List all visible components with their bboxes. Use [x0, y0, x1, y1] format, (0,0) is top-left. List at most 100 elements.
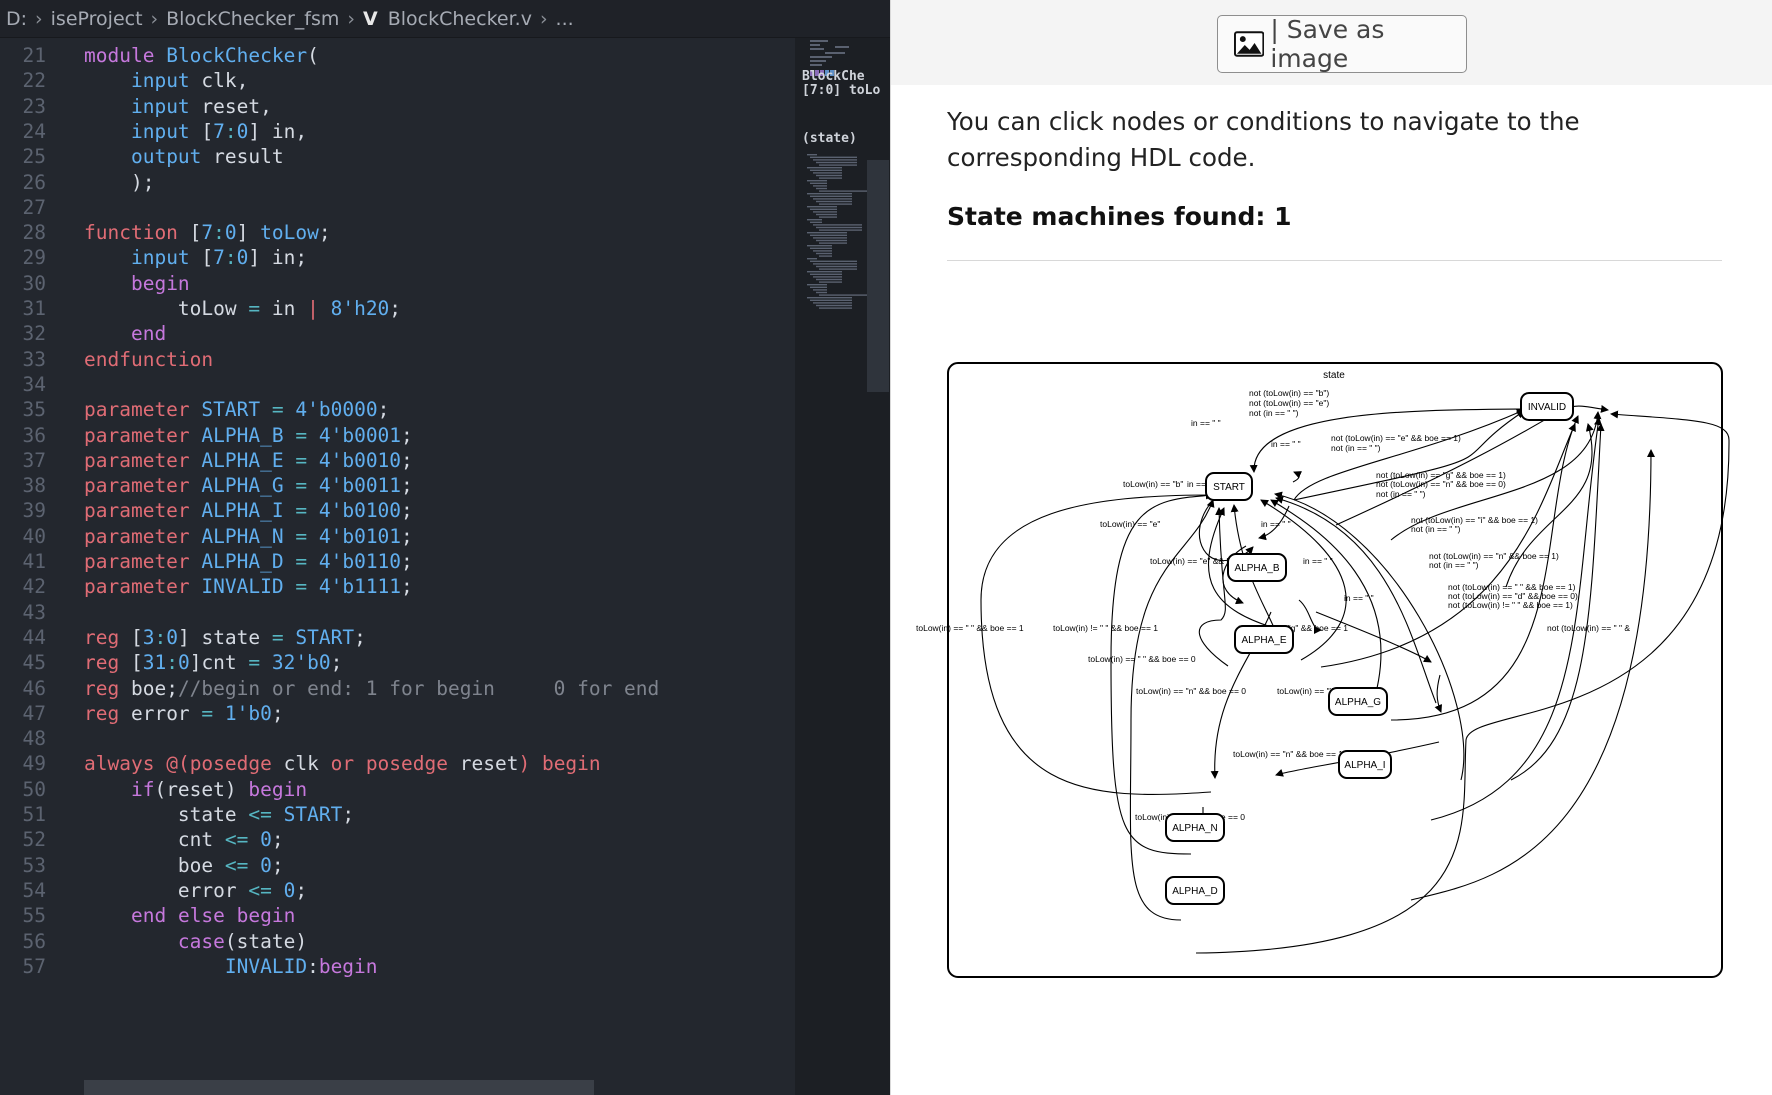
code-line[interactable]: 56 case(state): [0, 928, 795, 957]
transition-condition[interactable]: in == " ": [1344, 593, 1374, 603]
transition-condition[interactable]: toLow(in) == " " && boe == 0: [1088, 654, 1196, 664]
fsm-conditions[interactable]: in == " "not (toLow(in) == "b")not (toLo…: [916, 388, 1630, 822]
line-number: 51: [22, 803, 46, 826]
code-line[interactable]: 52 cnt <= 0;: [0, 826, 795, 855]
code-line[interactable]: 29 input [7:0] in;: [0, 244, 795, 273]
code-line[interactable]: 30 begin: [0, 270, 795, 299]
breadcrumb-drive[interactable]: D:: [6, 8, 28, 30]
state-node-alpha-d[interactable]: ALPHA_D: [1165, 876, 1225, 905]
transition-condition[interactable]: not (toLow(in) == "e"): [1249, 398, 1329, 408]
transition-condition[interactable]: in == " ": [1303, 556, 1333, 566]
save-as-image-button[interactable]: | Save as image: [1217, 15, 1467, 73]
transition-condition[interactable]: not (in == " "): [1249, 408, 1299, 418]
transition-condition[interactable]: toLow(in) == "n" && boe == 0: [1136, 686, 1246, 696]
code-line[interactable]: 51 state <= START;: [0, 801, 795, 830]
code-line[interactable]: 50 if(reset) begin: [0, 776, 795, 805]
transition-condition[interactable]: not (toLow(in) == "d" && boe == 0): [1448, 591, 1578, 601]
transition-condition[interactable]: not (toLow(in) == "n" && boe == 1): [1429, 551, 1559, 561]
code-line[interactable]: 54 error <= 0;: [0, 877, 795, 906]
transition-condition[interactable]: not (in == " "): [1376, 489, 1426, 499]
code-line[interactable]: 55 end else begin: [0, 902, 795, 931]
state-node-alpha-i[interactable]: ALPHA_I: [1338, 750, 1392, 779]
transition-condition[interactable]: in == " ": [1187, 479, 1217, 489]
transition-condition[interactable]: not (toLow(in) == "g" && boe == 1): [1376, 470, 1506, 480]
transition-condition[interactable]: in == " ": [1191, 418, 1221, 428]
transition-condition[interactable]: not (in == " "): [1331, 443, 1381, 453]
transition-condition[interactable]: in == " ": [1271, 439, 1301, 449]
transition-condition[interactable]: not (toLow(in) == "e" && boe == 1): [1331, 433, 1461, 443]
line-source: endfunction: [84, 346, 213, 375]
transition-condition[interactable]: toLow(in) == "n" && boe == 1: [1233, 749, 1343, 759]
transition-condition[interactable]: not (toLow(in) == " " &: [1547, 623, 1630, 633]
code-line[interactable]: 57 INVALID:begin: [0, 953, 795, 982]
code-line[interactable]: 27: [0, 194, 795, 223]
transition-condition[interactable]: not (toLow(in) == "n" && boe == 0): [1376, 479, 1506, 489]
code-line[interactable]: 25 output result: [0, 143, 795, 172]
code-token: [84, 69, 131, 92]
code-token: 0: [283, 878, 296, 902]
fsm-diagram[interactable]: state: [891, 360, 1772, 990]
code-line[interactable]: 24 input [7:0] in,: [0, 118, 795, 147]
code-line[interactable]: 23 input reset,: [0, 93, 795, 122]
vertical-scrollbar[interactable]: [867, 160, 889, 392]
transition-condition[interactable]: toLow(in) == "b": [1123, 479, 1183, 489]
code-line[interactable]: 32 end: [0, 320, 795, 349]
breadcrumb-project[interactable]: iseProject: [50, 8, 143, 30]
code-token: parameter: [84, 474, 190, 498]
state-node-alpha-n[interactable]: ALPHA_N: [1165, 813, 1225, 842]
code-token: 32'b0: [271, 651, 331, 675]
state-node-alpha-g[interactable]: ALPHA_G: [1328, 687, 1388, 716]
transition-condition[interactable]: toLow(in) != " " && boe == 1: [1053, 623, 1158, 633]
state-node-alpha-e[interactable]: ALPHA_E: [1234, 625, 1294, 654]
code-line[interactable]: 48: [0, 725, 795, 754]
transition-condition[interactable]: in == " ": [1261, 519, 1291, 529]
code-line[interactable]: 34: [0, 371, 795, 400]
line-source: always @(posedge clk or posedge reset) b…: [84, 750, 601, 779]
transition-condition[interactable]: not (toLow(in) == "i" && boe == 1): [1411, 515, 1538, 525]
state-node-start[interactable]: START: [1205, 472, 1253, 501]
state-node-alpha-b[interactable]: ALPHA_B: [1227, 553, 1287, 582]
breadcrumb-more[interactable]: ...: [555, 8, 574, 30]
line-source: reg [3:0] state = START;: [84, 624, 366, 653]
code-line[interactable]: 31 toLow = in | 8'h20;: [0, 295, 795, 324]
transition-condition[interactable]: toLow(in) == "g" && boe == 1: [1238, 623, 1348, 633]
fsm-states[interactable]: INVALID START ALPHA_B ALPHA_E ALPHA_G AL…: [1165, 392, 1574, 905]
code-line[interactable]: 26 );: [0, 169, 795, 198]
transition-condition[interactable]: not (toLow(in) != " " && boe == 1): [1448, 600, 1573, 610]
horizontal-scrollbar[interactable]: [84, 1080, 594, 1095]
code-line[interactable]: 22 input clk,: [0, 67, 795, 96]
code-token: 0: [177, 651, 190, 675]
transition-condition[interactable]: toLow(in) == "e": [1100, 519, 1160, 529]
code-token: [307, 550, 319, 573]
transition-condition[interactable]: toLow(in) == "e" && boe == 1: [1150, 556, 1260, 566]
transition-condition[interactable]: not (toLow(in) == "b"): [1249, 388, 1329, 398]
transition-condition[interactable]: toLow(in) == " " && boe == 1: [916, 623, 1024, 633]
state-node-invalid[interactable]: INVALID: [1520, 392, 1574, 421]
code-token: 4'b0110: [318, 550, 402, 573]
breadcrumb-folder[interactable]: BlockChecker_fsm: [166, 8, 340, 30]
transition-condition[interactable]: not (in == " "): [1429, 560, 1479, 570]
breadcrumb-file[interactable]: BlockChecker.v: [387, 8, 532, 30]
transition-condition[interactable]: not (toLow(in) == " " && boe == 1): [1448, 582, 1576, 592]
code-line[interactable]: 43: [0, 599, 795, 628]
code-line[interactable]: 53 boe <= 0;: [0, 852, 795, 881]
transition-condition[interactable]: not (in == " "): [1411, 524, 1461, 534]
